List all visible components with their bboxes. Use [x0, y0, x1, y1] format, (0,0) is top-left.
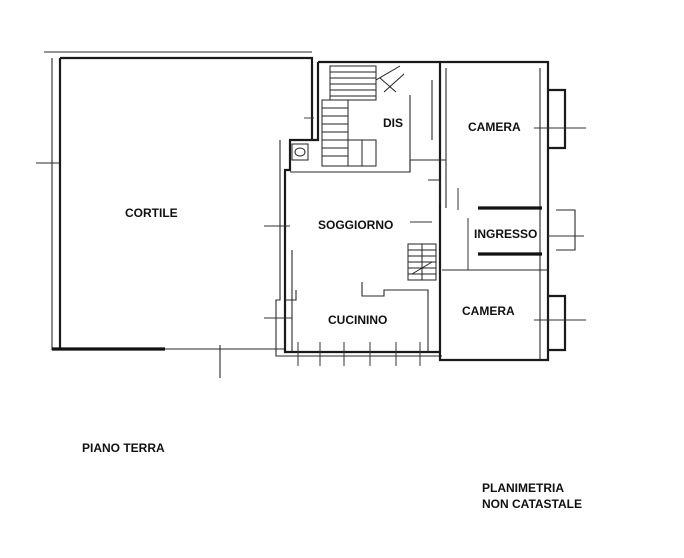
room-label-camera-top: CAMERA — [468, 120, 521, 134]
room-label-dis: DIS — [383, 116, 403, 130]
room-label-cortile: CORTILE — [125, 206, 178, 220]
interior-walls — [285, 80, 447, 352]
staircase-bottom — [407, 243, 437, 281]
plan-note-line-2: NON CATASTALE — [482, 497, 582, 511]
staircase-top — [321, 65, 405, 167]
wc-fixture — [291, 117, 314, 161]
room-label-camera-bottom: CAMERA — [462, 304, 515, 318]
courtyard-walls — [36, 51, 314, 378]
plan-note-line-1: PLANIMETRIA — [482, 481, 564, 495]
floor-level-label: PIANO TERRA — [82, 441, 165, 455]
house-walls — [275, 60, 576, 362]
room-label-cucinino: CUCININO — [328, 313, 387, 327]
room-label-ingresso: INGRESSO — [474, 227, 537, 241]
window-marks — [264, 127, 586, 366]
room-label-soggiorno: SOGGIORNO — [318, 218, 393, 232]
